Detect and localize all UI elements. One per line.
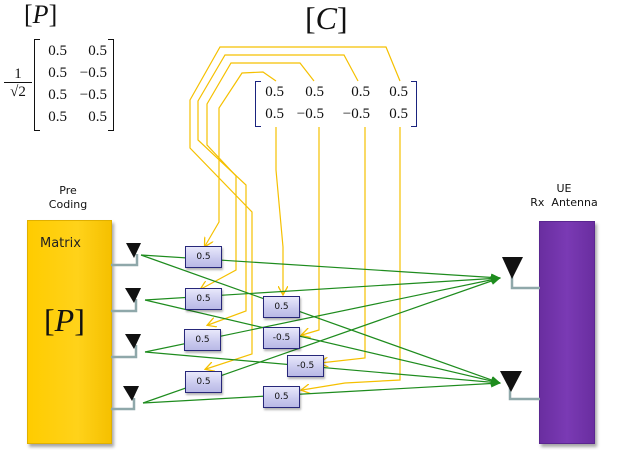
antenna-feed [111, 345, 138, 359]
matrix-cell: 0.5 [48, 87, 67, 103]
antenna-icon [125, 334, 141, 349]
mapping-line [201, 62, 315, 289]
tx-antennas [111, 243, 141, 411]
channel-matrix-title: [C] [305, 0, 348, 36]
coefficient-box: 0.5 [185, 371, 222, 393]
precoding-matrix-title: [P] [24, 0, 58, 29]
matrix-cell: 0.5 [389, 84, 408, 100]
scale-denominator: √2 [10, 84, 26, 100]
mapping-line [302, 127, 401, 390]
matrix-cell: 0.5 [305, 84, 324, 100]
coefficient-box: 0.5 [184, 329, 221, 351]
matrix-cell: 0.5 [48, 65, 67, 81]
antenna-icon [502, 257, 523, 279]
signal-path [140, 254, 501, 384]
precoding-matrix: 0.5 0.5 0.5 −0.5 0.5 −0.5 0.5 0.5 [34, 39, 114, 131]
precoding-block-title: Matrix [40, 236, 81, 251]
ue-label-line2: Rx Antenna [530, 196, 598, 209]
antenna-icon [123, 386, 139, 401]
mapping-line [197, 54, 359, 325]
mapping-line [189, 46, 401, 369]
matrix-cell: 0.5 [265, 106, 284, 122]
matrix-cell: 0.5 [88, 109, 107, 125]
coefficient-box: -0.5 [263, 327, 300, 349]
matrix-cell: 0.5 [88, 43, 107, 59]
precoding-block-symbol: [P] [44, 302, 85, 338]
precoding-label: Pre Coding [40, 184, 96, 212]
matrix-cell: 0.5 [48, 109, 67, 125]
antenna-icon [126, 243, 141, 258]
antenna-feed [508, 388, 540, 401]
coefficient-box: -0.5 [287, 355, 324, 377]
scale-numerator: 1 [4, 66, 32, 83]
ue-label-line1: UE [556, 182, 572, 195]
matrix-cell: −0.5 [342, 106, 370, 122]
signal-path [142, 379, 501, 404]
antenna-feed [111, 299, 138, 313]
precoding-label-line2: Coding [48, 198, 88, 211]
coefficient-box: 0.5 [263, 386, 300, 408]
scale-factor: 1 √2 [4, 66, 32, 101]
antenna-icon [500, 371, 522, 392]
matrix-cell: 0.5 [48, 43, 67, 59]
matrix-cell: −0.5 [296, 106, 324, 122]
channel-matrix: 0.5 0.5 0.5 0.5 0.5 −0.5 −0.5 0.5 [255, 81, 417, 127]
antenna-feed [111, 254, 139, 267]
mapping-line [320, 127, 366, 363]
mapping-line [302, 127, 320, 335]
mapping-line [275, 127, 283, 294]
coefficient-box: 0.5 [263, 296, 300, 318]
ue-rx-block [539, 221, 595, 444]
matrix-cell: 0.5 [351, 84, 370, 100]
coefficient-box: 0.5 [185, 288, 222, 310]
mapping-line [205, 71, 277, 246]
coefficient-box: 0.5 [185, 246, 222, 268]
rx-antennas [500, 257, 540, 401]
precoding-matrix-block [27, 220, 112, 444]
signal-path [144, 299, 501, 385]
ue-label: UE Rx Antenna [512, 182, 616, 210]
matrix-cell: −0.5 [79, 65, 107, 81]
matrix-cell: 0.5 [265, 84, 284, 100]
antenna-feed [111, 398, 136, 411]
antenna-feed [510, 276, 540, 290]
precoding-label-line1: Pre [59, 184, 77, 197]
matrix-cell: −0.5 [79, 87, 107, 103]
antenna-icon [125, 288, 141, 303]
matrix-cell: 0.5 [389, 106, 408, 122]
